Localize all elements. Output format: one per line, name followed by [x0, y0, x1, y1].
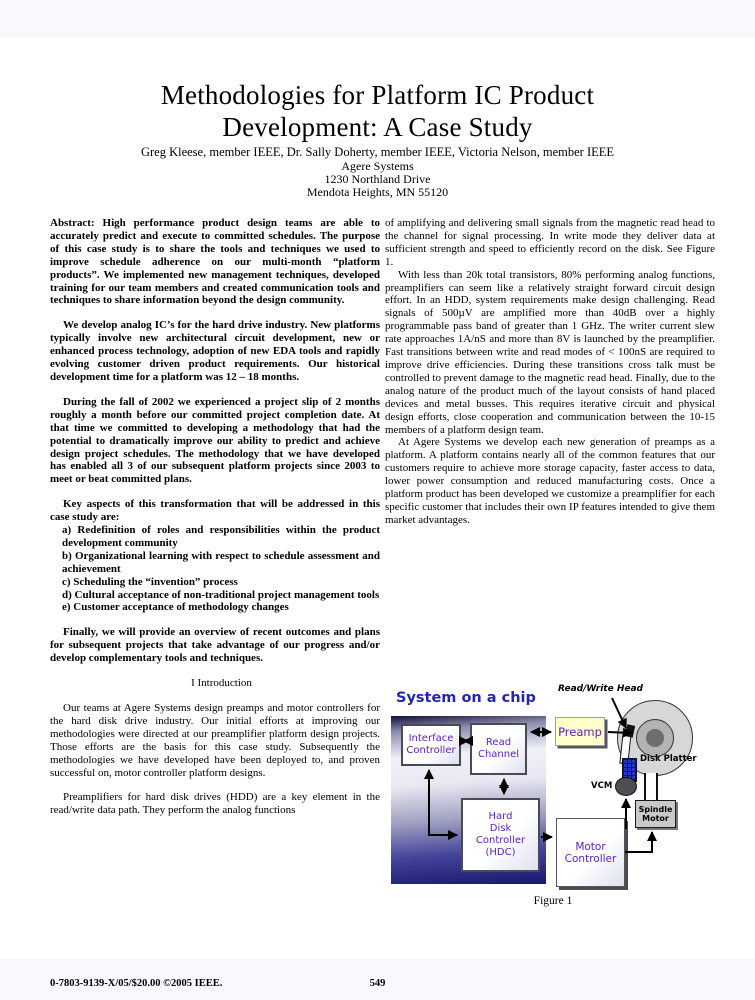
- city-state-zip: Mendota Heights, MN 55120: [306, 185, 449, 199]
- motor-controller-block: Motor Controller: [556, 818, 625, 887]
- page-number: 549: [369, 978, 386, 989]
- left-column: Abstract: High performance product desig…: [50, 217, 380, 829]
- paper-sheet: Methodologies for Platform IC Product De…: [0, 37, 755, 989]
- paper-title: Methodologies for Platform IC Product De…: [0, 79, 755, 143]
- figure-caption: Figure 1: [533, 895, 573, 907]
- intro-paragraph-2: Preamplifiers for hard disk drives (HDD)…: [50, 791, 380, 817]
- abstract-paragraph-5: Finally, we will provide an overview of …: [50, 626, 380, 665]
- affiliation: Agere Systems: [341, 159, 414, 173]
- title-line-1: Methodologies for Platform IC Product: [160, 80, 595, 110]
- author-line: Greg Kleese, member IEEE, Dr. Sally Dohe…: [140, 145, 615, 159]
- soc-diagram-title: System on a chip: [396, 690, 536, 706]
- figure-1: System on a chip Interface Controller Re…: [388, 684, 718, 921]
- address: 1230 Northland Drive: [324, 172, 431, 186]
- spindle-motor-block: Spindle Motor: [635, 800, 676, 828]
- read-write-head-label: Read/Write Head: [558, 684, 644, 694]
- key-aspect-item: c) Scheduling the “invention” process: [62, 575, 238, 588]
- abstract-paragraph-2: We develop analog IC’s for the hard driv…: [50, 319, 380, 383]
- body-paragraph-1: of amplifying and delivering small signa…: [385, 217, 715, 268]
- preamp-block: Preamp: [555, 717, 605, 746]
- key-aspect-item: e) Customer acceptance of methodology ch…: [62, 601, 289, 614]
- body-paragraph-2: With less than 20k total transistors, 80…: [385, 268, 715, 436]
- key-aspect-item: b) Organizational learning with respect …: [62, 549, 380, 575]
- abstract-paragraph-3: During the fall of 2002 we experienced a…: [50, 395, 380, 486]
- abstract-paragraph-1: Abstract: High performance product desig…: [50, 217, 380, 307]
- disk-platter-hub: [646, 729, 664, 747]
- disk-platter-label: Disk Platter: [640, 754, 697, 764]
- interface-controller-block: Interface Controller: [401, 724, 461, 766]
- vcm-label: VCM: [591, 781, 613, 791]
- key-aspect-item: a) Redefinition of roles and responsibil…: [62, 524, 380, 549]
- spindle-shaft: [644, 773, 658, 801]
- body-paragraph-3: At Agere Systems we develop each new gen…: [385, 436, 715, 526]
- right-column: of amplifying and delivering small signa…: [385, 217, 715, 539]
- read-channel-block: Read Channel: [470, 723, 527, 775]
- section-heading-introduction: I Introduction: [191, 677, 252, 690]
- key-aspect-item: d) Cultural acceptance of non-traditiona…: [62, 588, 380, 601]
- hard-disk-controller-block: Hard Disk Controller (HDC): [461, 798, 540, 872]
- title-line-2: Development: A Case Study: [222, 112, 533, 142]
- intro-paragraph-1: Our teams at Agere Systems design preamp…: [50, 702, 380, 779]
- copyright-notice: 0-7803-9139-X/05/$20.00 ©2005 IEEE.: [50, 978, 223, 989]
- abstract-paragraph-4: Key aspects of this transformation that …: [50, 498, 380, 524]
- vcm-coil: [622, 758, 637, 782]
- vcm-magnet: [615, 777, 637, 796]
